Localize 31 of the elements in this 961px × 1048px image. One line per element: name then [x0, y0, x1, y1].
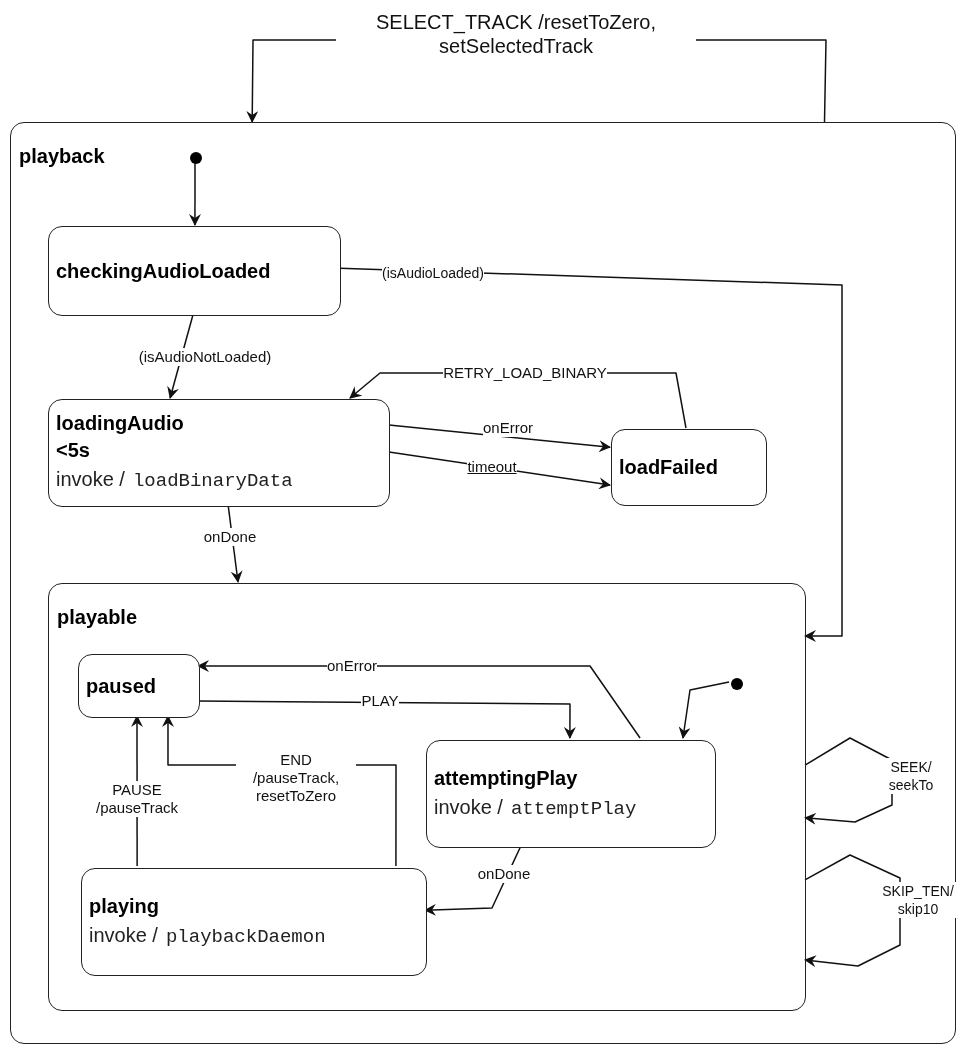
edge-label: onDone [477, 865, 531, 883]
state-name: checkingAudioLoaded [56, 258, 272, 284]
edge-label: onDone [203, 528, 257, 546]
composite-state-box [10, 122, 956, 1044]
invoke-label: invoke / [434, 794, 503, 820]
state-name: playback [19, 144, 105, 169]
transition-arrow [388, 424, 611, 453]
state-name: loadingAudio [56, 411, 185, 437]
invoke-label: invoke / [89, 922, 158, 948]
service-name: playbackDaemon [165, 924, 326, 950]
invoke-label: invoke / [56, 467, 125, 493]
service-name: loadBinaryData [132, 469, 293, 495]
state-name: attemptingPlay [434, 765, 579, 791]
transition-arrow [188, 162, 201, 226]
transition-arrow [678, 681, 730, 739]
state-name: playable [57, 605, 138, 630]
edge-label: (isAudioLoaded) [382, 264, 484, 282]
state-box [81, 868, 427, 976]
edge-label: timeout [467, 458, 517, 476]
state-box [426, 740, 716, 848]
service-name: attemptPlay [510, 796, 637, 822]
state-name: paused [86, 673, 158, 699]
state-name: loadFailed [619, 455, 719, 480]
state-box [48, 399, 390, 507]
state-name: <5s [56, 438, 91, 464]
state-box [611, 429, 767, 506]
composite-state-box [48, 583, 806, 1011]
state-box [48, 226, 341, 316]
state-box [78, 654, 200, 718]
edge-label: (isAudioNotLoaded) [138, 348, 272, 366]
state-name: playing [89, 893, 160, 919]
